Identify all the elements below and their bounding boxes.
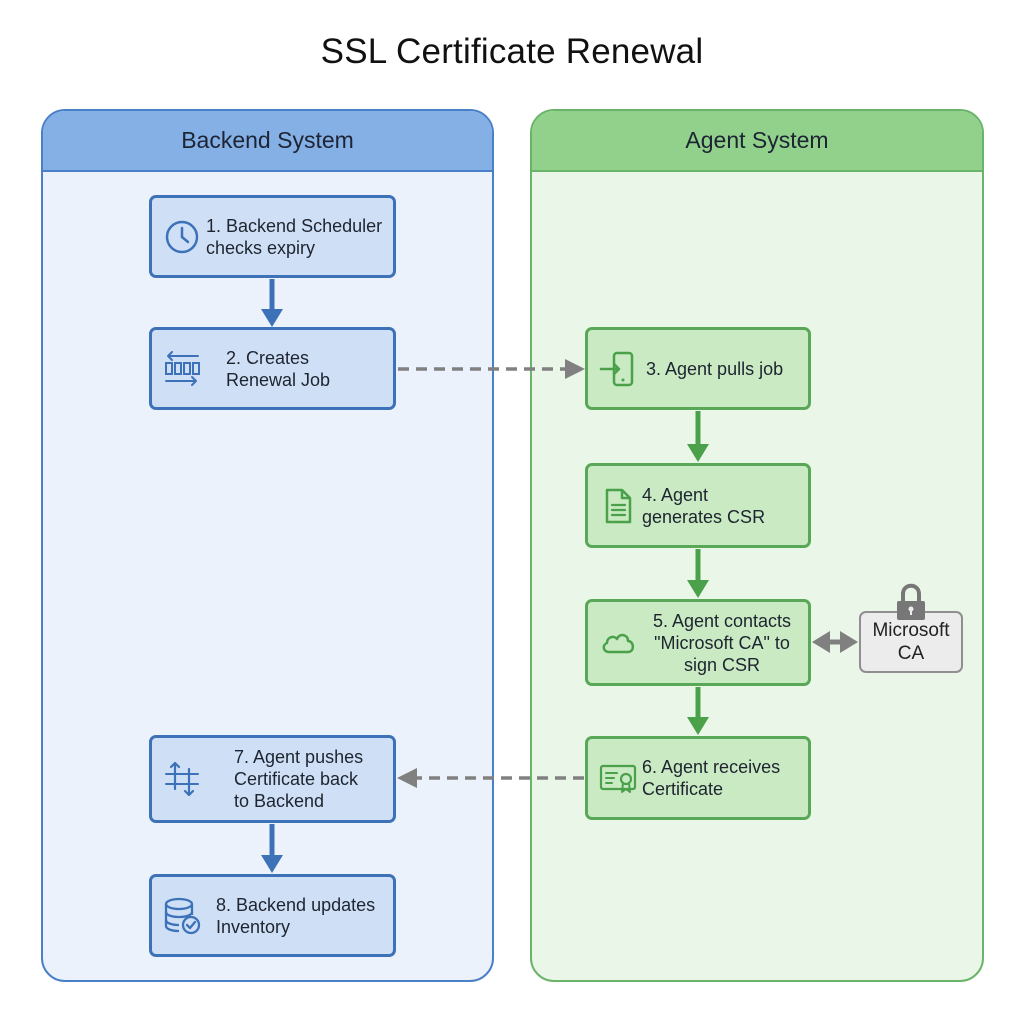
clock-icon	[165, 220, 199, 253]
document-icon	[605, 488, 632, 523]
certificate-icon	[599, 764, 637, 793]
step-6-label: 6. Agent receives Certificate	[642, 757, 781, 799]
step-5-box: 5. Agent contacts "Microsoft CA" to sign…	[585, 599, 811, 686]
agent-lane-header: Agent System	[532, 111, 982, 172]
step-6-box: 6. Agent receives Certificate	[585, 736, 811, 820]
push-icon	[165, 761, 199, 797]
step-7-label: 7. Agent pushes Certificate back to Back…	[234, 747, 364, 811]
step-5-label: 5. Agent contacts "Microsoft CA" to sign…	[652, 610, 792, 675]
step-7-box: 7. Agent pushes Certificate back to Back…	[149, 735, 396, 823]
step-4-box: 4. Agent generates CSR	[585, 463, 811, 548]
step-1-box: 1. Backend Scheduler checks expiry	[149, 195, 396, 278]
pull-icon	[599, 351, 634, 386]
step-3-label: 3. Agent pulls job	[646, 358, 784, 379]
step-4-label: 4. Agent generates CSR	[642, 484, 766, 527]
microsoft-ca-box: Microsoft CA	[859, 611, 963, 673]
step-2-label: 2. Creates Renewal Job	[226, 347, 331, 390]
microsoft-ca-label: Microsoft CA	[872, 620, 950, 664]
diagram-title: SSL Certificate Renewal	[320, 32, 704, 71]
step-8-label: 8. Backend updates Inventory	[216, 894, 376, 937]
database-check-icon	[164, 897, 201, 934]
backend-lane-header: Backend System	[43, 111, 492, 172]
cloud-icon	[602, 633, 635, 653]
step-1-label: 1. Backend Scheduler checks expiry	[206, 215, 383, 258]
step-3-box: 3. Agent pulls job	[585, 327, 811, 410]
step-2-box: 2. Creates Renewal Job	[149, 327, 396, 410]
queue-icon	[165, 350, 200, 386]
step-8-box: 8. Backend updates Inventory	[149, 874, 396, 957]
